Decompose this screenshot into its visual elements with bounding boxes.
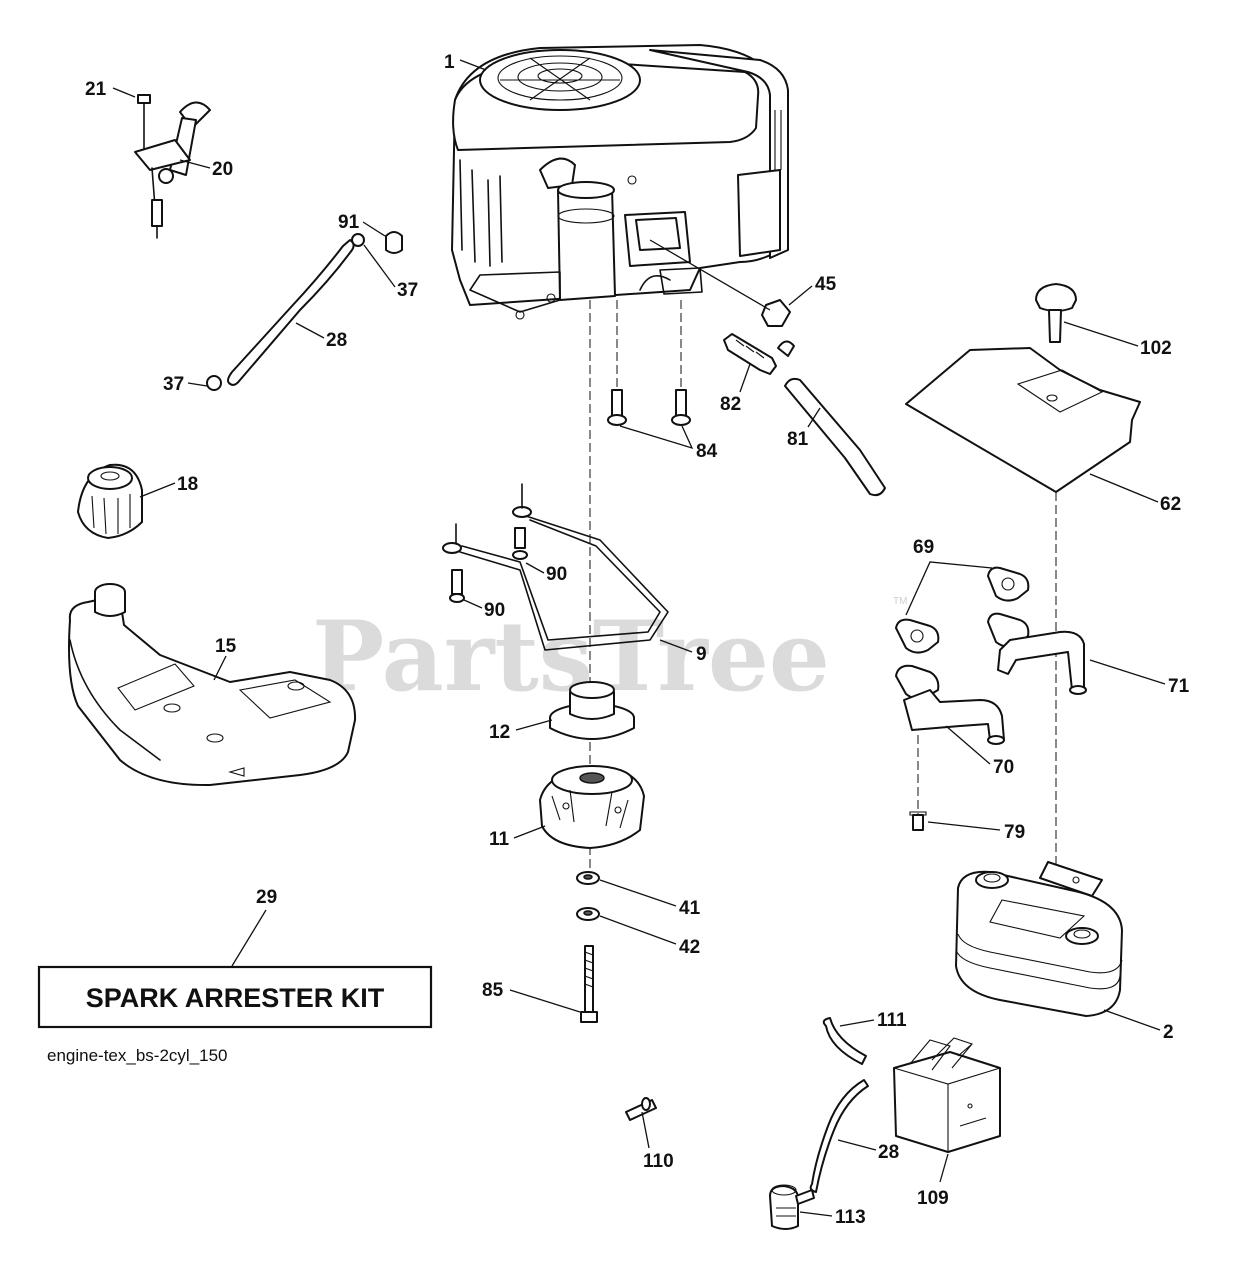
leader-exhaust-gaskets <box>905 561 993 616</box>
exhaust-illustration <box>895 566 1087 831</box>
callout-pto-clutch: 11 <box>489 829 510 850</box>
leader-throttle-screw <box>112 87 136 98</box>
leader-fuel-filter <box>362 221 386 237</box>
leader-bolt-upper <box>525 562 545 574</box>
leader-engine-bolts <box>619 425 694 450</box>
callout-bolt-lower: 90 <box>484 600 505 621</box>
leader-oil-drain-plug-engine <box>649 239 771 311</box>
callout-oil-drain-valve: 82 <box>720 394 741 415</box>
leader-exhaust-pipe-left <box>945 725 991 765</box>
callout-fuel-tank: 15 <box>215 636 237 657</box>
callout-knob: 102 <box>1140 338 1172 359</box>
leader-valve <box>799 1211 833 1217</box>
callout-exhaust-bolt: 79 <box>1004 822 1025 843</box>
leader-fuel-line-lower <box>837 1139 877 1151</box>
engine-illustration <box>451 44 789 320</box>
callout-clamp-lower: 37 <box>163 374 184 395</box>
leader-washer <box>599 879 677 907</box>
leader-heat-shield <box>1089 473 1159 503</box>
callout-throttle-screw: 21 <box>85 79 107 100</box>
leader-vent-hose <box>839 1019 875 1027</box>
callout-exhaust-gaskets: 69 <box>913 537 934 558</box>
callout-fuel-line-lower: 28 <box>878 1142 899 1163</box>
leader-oil-drain-valve <box>739 363 751 393</box>
throttle-control-illustration <box>134 94 211 239</box>
fuel-tank-illustration <box>68 583 357 787</box>
evap-system-illustration <box>625 1017 1001 1230</box>
callout-fuel-line-left: 28 <box>326 330 347 351</box>
callout-engine: 1 <box>444 52 455 73</box>
callout-muffler: 2 <box>1163 1022 1174 1043</box>
spark-arrester-kit-box <box>37 965 433 1029</box>
leader-bracket <box>659 639 693 653</box>
watermark-trademark: TM <box>893 596 907 607</box>
leader-muffler <box>1103 1009 1161 1031</box>
callout-vent-hose: 111 <box>877 1010 907 1031</box>
leader-exhaust-bolt <box>927 821 1001 831</box>
callout-pulley: 12 <box>489 722 510 743</box>
heat-shield-illustration <box>905 283 1141 493</box>
callout-spark-arrester-kit: 29 <box>256 887 277 908</box>
oil-drain-illustration <box>607 299 886 497</box>
leader-fuel-tank <box>213 655 227 681</box>
callout-bolt-upper: 90 <box>546 564 567 585</box>
fuel-cap-illustration <box>77 463 143 539</box>
bracket-illustration <box>442 483 669 651</box>
clutch-assembly-illustration <box>539 681 645 1023</box>
leader-knob <box>1063 321 1139 347</box>
leader-throttle-control <box>179 159 211 169</box>
leader-lock-washer <box>599 915 677 945</box>
callout-engine-bolts: 84 <box>696 441 718 462</box>
callout-heat-shield: 62 <box>1160 494 1181 515</box>
diagram-id: engine-tex_bs-2cyl_150 <box>47 1046 228 1065</box>
callout-connector: 110 <box>643 1151 674 1172</box>
leader-connector <box>641 1111 650 1149</box>
callout-bracket: 9 <box>696 644 707 665</box>
leader-clutch-bolt <box>509 989 581 1013</box>
callout-valve: 113 <box>835 1207 866 1228</box>
callout-fuel-filter: 91 <box>338 212 360 233</box>
leader-exhaust-pipe-right <box>1089 659 1166 685</box>
leader-fuel-cap <box>139 482 176 498</box>
leader-clamp-lower <box>187 382 208 387</box>
leader-canister <box>939 1153 949 1183</box>
callout-clutch-bolt: 85 <box>482 980 504 1001</box>
fuel-line-illustration <box>206 231 403 391</box>
callout-lock-washer: 42 <box>679 937 700 958</box>
leader-engine <box>459 59 487 71</box>
spark-arrester-kit-label: SPARK ARRESTER KIT <box>86 983 385 1013</box>
callout-exhaust-pipe-left: 70 <box>993 757 1014 778</box>
callout-oil-drain-plug: 45 <box>815 274 837 295</box>
leader-oil-drain-hose <box>807 407 821 428</box>
callout-washer: 41 <box>679 898 701 919</box>
leader-pulley <box>515 719 553 731</box>
muffler-illustration <box>955 861 1123 1017</box>
leader-bolt-lower <box>463 599 483 609</box>
leader-fuel-line-left <box>295 322 325 339</box>
callout-oil-drain-hose: 81 <box>787 429 809 450</box>
callout-exhaust-pipe-right: 71 <box>1168 676 1190 697</box>
callout-canister: 109 <box>917 1188 949 1209</box>
leader-spark-arrester-kit <box>231 909 267 967</box>
callout-clamp-upper: 37 <box>397 280 418 301</box>
callout-fuel-cap: 18 <box>177 474 198 495</box>
leader-clamp-upper <box>363 244 396 288</box>
leader-oil-drain-plug <box>788 285 813 306</box>
callout-throttle-control: 20 <box>212 159 233 180</box>
leader-pto-clutch <box>513 825 546 839</box>
